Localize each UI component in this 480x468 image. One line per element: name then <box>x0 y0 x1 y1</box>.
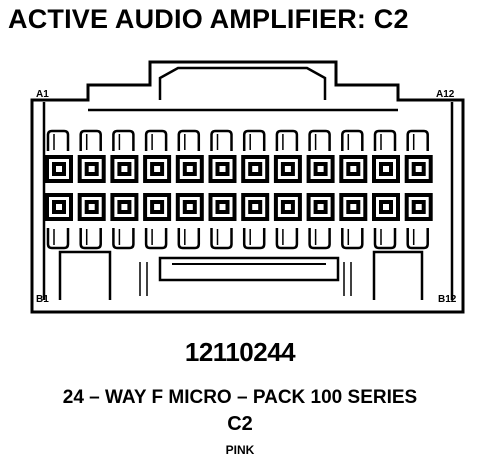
terminal-contact-center <box>154 204 161 210</box>
connector-title: ACTIVE AUDIO AMPLIFIER: C2 <box>8 4 409 34</box>
lock-tab-top <box>144 129 168 151</box>
pin-label-a1: A1 <box>36 89 49 100</box>
lock-tab-bottom <box>406 228 429 250</box>
pin-label-b12: B12 <box>438 294 457 305</box>
terminal-contact-center <box>219 166 226 172</box>
lock-tab-bottom <box>341 228 364 250</box>
part-number: 12110244 <box>184 337 296 367</box>
lock-tab-bottom <box>275 228 299 250</box>
pin-label-b1: B1 <box>36 294 49 305</box>
lock-tab-bottom <box>210 228 233 250</box>
lock-tab-bottom <box>242 228 266 250</box>
lock-tab-bottom <box>46 228 70 250</box>
lock-tab-bottom <box>373 228 397 250</box>
lock-tab-bottom <box>177 228 201 250</box>
connector-series: 24 – WAY F MICRO – PACK 100 SERIES <box>62 387 418 408</box>
terminal-contact-center <box>284 166 291 172</box>
lock-tab-top <box>373 129 397 151</box>
connector-color: PINK <box>225 443 255 457</box>
terminal-contact-center <box>186 204 193 210</box>
terminal-contact-center <box>350 204 357 210</box>
connector-id: C2 <box>227 413 253 435</box>
lock-tab-top <box>242 129 266 151</box>
lock-tab-bottom <box>79 228 102 250</box>
lock-tab-top <box>341 129 364 151</box>
lock-tab-top <box>275 129 299 151</box>
lock-tab-bottom <box>112 228 135 250</box>
terminal-contact-center <box>415 204 422 210</box>
inner-frame <box>42 102 454 300</box>
connector-face-diagram <box>30 60 465 314</box>
terminal-contact-center <box>350 166 357 172</box>
terminal-contact-center <box>252 166 259 172</box>
lock-tab-top <box>177 129 201 151</box>
terminal-contact-center <box>317 204 324 210</box>
pin-label-a12: A12 <box>436 89 455 100</box>
locking-latch <box>158 66 327 100</box>
terminal-contact-center <box>121 204 128 210</box>
housing-outline <box>30 60 465 314</box>
terminal-contact-center <box>186 166 193 172</box>
terminal-contact-center <box>88 166 95 172</box>
lock-tab-top <box>79 129 102 151</box>
lock-tab-top <box>112 129 135 151</box>
terminal-contact-center <box>219 204 226 210</box>
terminal-contact-center <box>284 204 291 210</box>
terminal-contact-center <box>88 204 95 210</box>
lock-tab-bottom <box>308 228 331 250</box>
terminal-contact-center <box>383 204 389 210</box>
terminal-contact-center <box>415 166 422 172</box>
terminal-contact-center <box>121 166 128 172</box>
terminal-contact-center <box>56 204 62 210</box>
lock-tab-top <box>46 129 70 151</box>
terminal-contact-center <box>252 204 259 210</box>
terminal-contact-center <box>56 166 62 172</box>
bottom-keyway <box>58 250 424 300</box>
terminal-contact-center <box>317 166 324 172</box>
lock-tab-top <box>406 129 429 151</box>
lock-tab-bottom <box>144 228 168 250</box>
terminal-contact-center <box>383 166 389 172</box>
terminal-contact-center <box>154 166 161 172</box>
lock-tab-top <box>308 129 331 151</box>
lock-tab-top <box>210 129 233 151</box>
